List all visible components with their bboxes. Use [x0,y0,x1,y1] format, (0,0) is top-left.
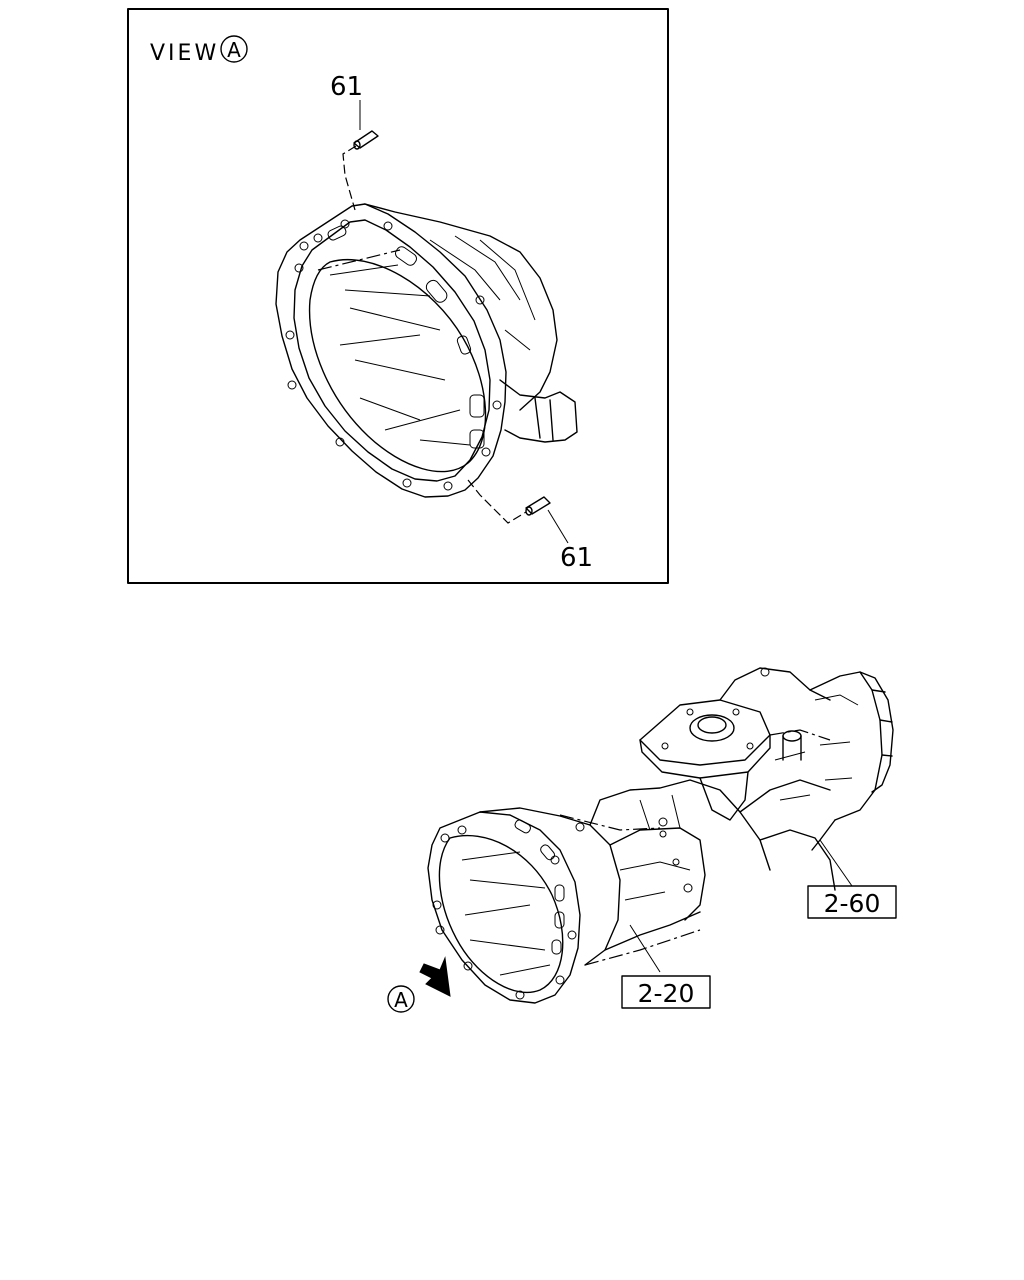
part-label-61-upper: 61 [330,72,363,102]
ref-box-2-20: 2-20 [621,975,711,1009]
arrow-marker-circle [387,985,415,1013]
view-a-inset: VIEW A 61 [127,8,669,584]
view-marker-letter: A [227,38,241,62]
arrow-icon [419,956,451,997]
view-title: VIEW [150,41,219,66]
leader-2-60 [819,839,853,887]
ref-label-2-60: 2-60 [824,889,881,918]
part-label-61-lower: 61 [560,543,593,573]
ref-box-2-60: 2-60 [807,885,897,919]
guide-line-61-lower [467,479,527,524]
inset-frame [127,8,669,584]
arrow-marker-letter: A [394,988,408,1012]
dowel-pin-lower [525,496,551,516]
bell-housing-inset [275,203,578,498]
leader-2-20 [629,924,661,973]
view-marker: A [220,35,248,63]
leader-61-lower [547,509,569,544]
guide-line-61-upper [342,145,357,211]
ref-label-2-20: 2-20 [638,979,695,1008]
dowel-pin-upper [353,130,379,150]
view-marker-circle [220,35,248,63]
view-direction-arrow: A [387,956,451,1013]
transmission-assembly [427,667,894,1004]
